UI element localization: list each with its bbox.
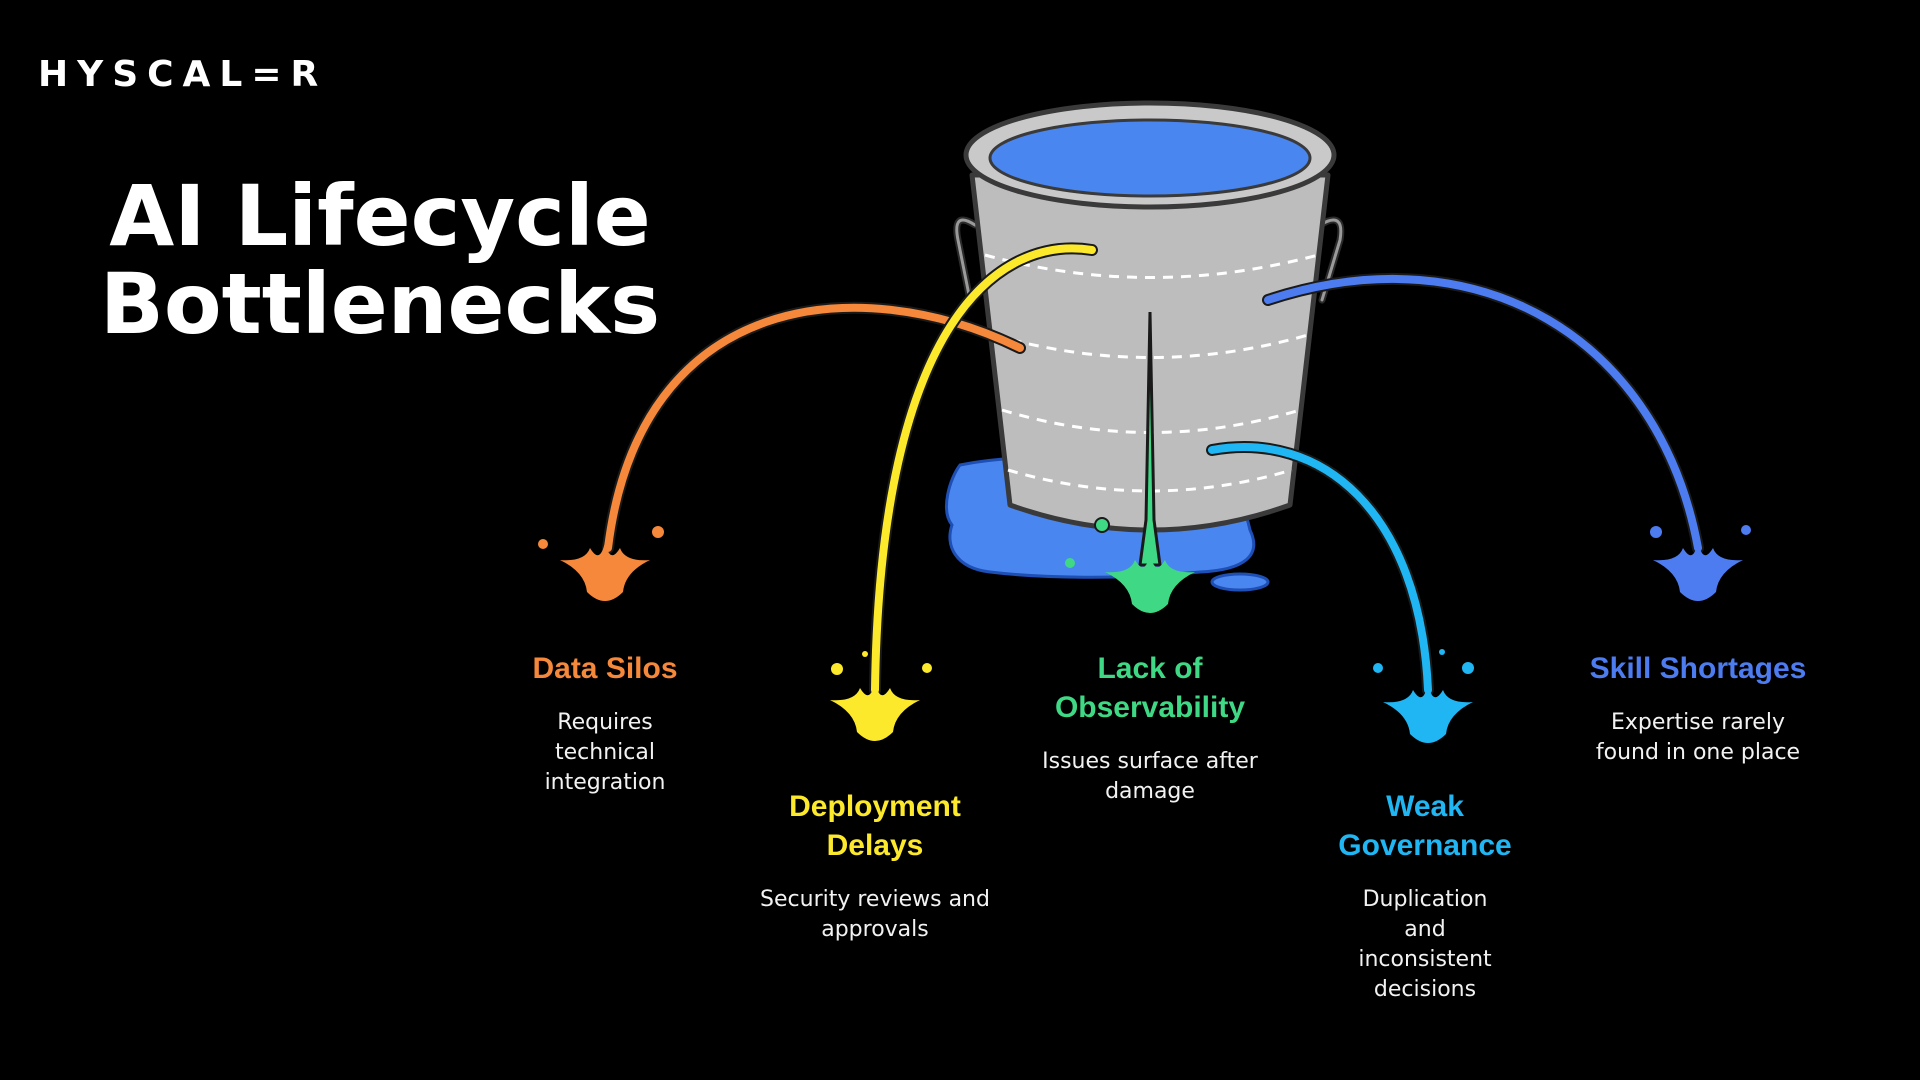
page-title: AI Lifecycle Bottlenecks xyxy=(40,172,720,348)
page-title-line-1: AI Lifecycle xyxy=(109,167,651,265)
bottleneck-description: Security reviews and approvals xyxy=(760,887,990,942)
bottleneck-data-silos: Data Silos Requires technical integratio… xyxy=(455,649,755,798)
bottleneck-title: Weak Governance xyxy=(1338,790,1512,862)
bottleneck-description: Requires technical integration xyxy=(544,710,666,795)
bottleneck-description: Issues surface after damage xyxy=(1042,749,1258,804)
bottleneck-deployment-delays: Deployment Delays Security reviews and a… xyxy=(725,787,1025,945)
splash-deployment-delays xyxy=(830,651,932,741)
bottleneck-weak-governance: Weak Governance Duplication and inconsis… xyxy=(1275,787,1575,1005)
splash-lack-of-observability xyxy=(1065,554,1195,613)
bottleneck-skill-shortages: Skill Shortages Expertise rarely found i… xyxy=(1548,649,1848,768)
page-title-line-2: Bottlenecks xyxy=(99,255,661,353)
bottleneck-description: Expertise rarely found in one place xyxy=(1595,710,1801,765)
splash-weak-governance xyxy=(1373,649,1474,743)
splash-skill-shortages xyxy=(1650,525,1751,601)
leak-stream-weak-governance xyxy=(1206,441,1434,696)
splash-data-silos xyxy=(538,526,664,601)
leak-stream-deployment-delays xyxy=(869,242,1098,696)
bottleneck-title: Deployment Delays xyxy=(789,790,961,862)
hyscaler-logo: HYSCAL=R xyxy=(38,54,328,95)
leak-stream-skill-shortages xyxy=(1262,273,1704,554)
bottleneck-title: Lack of Observability xyxy=(1054,652,1246,724)
bottleneck-description: Duplication and inconsistent decisions xyxy=(1358,887,1492,1002)
bottleneck-lack-of-observability: Lack of Observability Issues surface aft… xyxy=(1000,649,1300,807)
bottleneck-title: Skill Shortages xyxy=(1589,652,1807,685)
bottleneck-title: Data Silos xyxy=(532,652,678,685)
